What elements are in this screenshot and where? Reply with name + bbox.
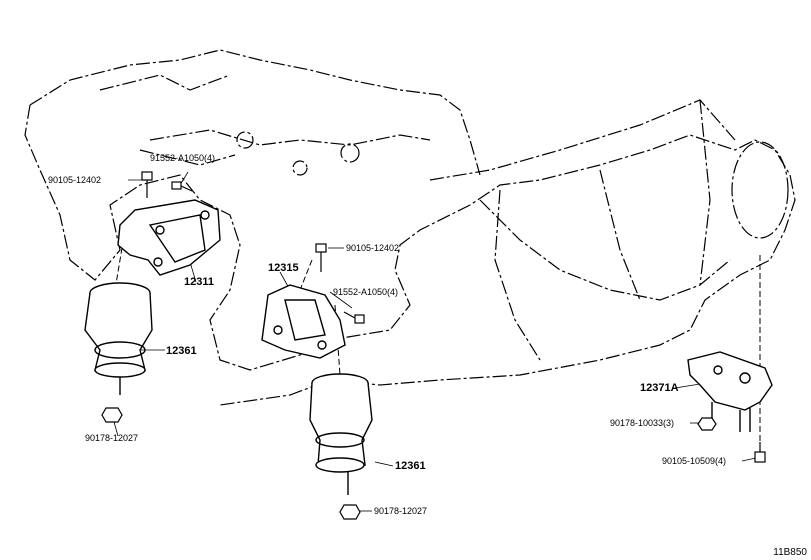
bolt-left — [141, 171, 153, 198]
nut-center — [339, 504, 361, 520]
callout-nut-rear: 90178-10033(3) — [610, 418, 675, 428]
bolt-center — [315, 243, 327, 272]
callout-bolt-center: 90105-12402 — [346, 243, 400, 253]
callout-bracket-center: 12315 — [268, 262, 299, 274]
callout-insulator-center: 12361 — [395, 460, 426, 472]
figure-id: 11B850 — [773, 547, 807, 558]
callout-bolt-small-left: 91552-A1050(4) — [150, 153, 216, 163]
callout-insulator-left: 12361 — [166, 345, 197, 357]
callout-nut-center: 90178-12027 — [374, 506, 428, 516]
transmission-mount-12371A — [687, 351, 773, 432]
callout-bracket-left: 12311 — [184, 276, 214, 288]
callout-bolt-rear: 90105-10509(4) — [662, 456, 727, 466]
bolt-small-center — [343, 311, 365, 324]
nut-left — [101, 407, 123, 423]
engine-mount-insulator-left — [84, 282, 153, 395]
callout-bolt-small-center: 91552-A1050(4) — [333, 287, 399, 297]
callout-nut-left: 90178-12027 — [85, 433, 139, 443]
engine-mount-bracket-12311 — [117, 199, 221, 276]
bolt-small-left — [171, 181, 193, 192]
nut-rear — [697, 417, 717, 431]
callout-rear-mount: 12371A — [640, 382, 679, 394]
engine-mount-insulator-center — [309, 373, 373, 495]
bolt-rear — [754, 442, 766, 463]
engine-transmission-phantom-outline — [24, 49, 796, 406]
callout-bolt-left: 90105-12402 — [48, 175, 102, 185]
engine-mount-bracket-12315 — [261, 284, 346, 359]
